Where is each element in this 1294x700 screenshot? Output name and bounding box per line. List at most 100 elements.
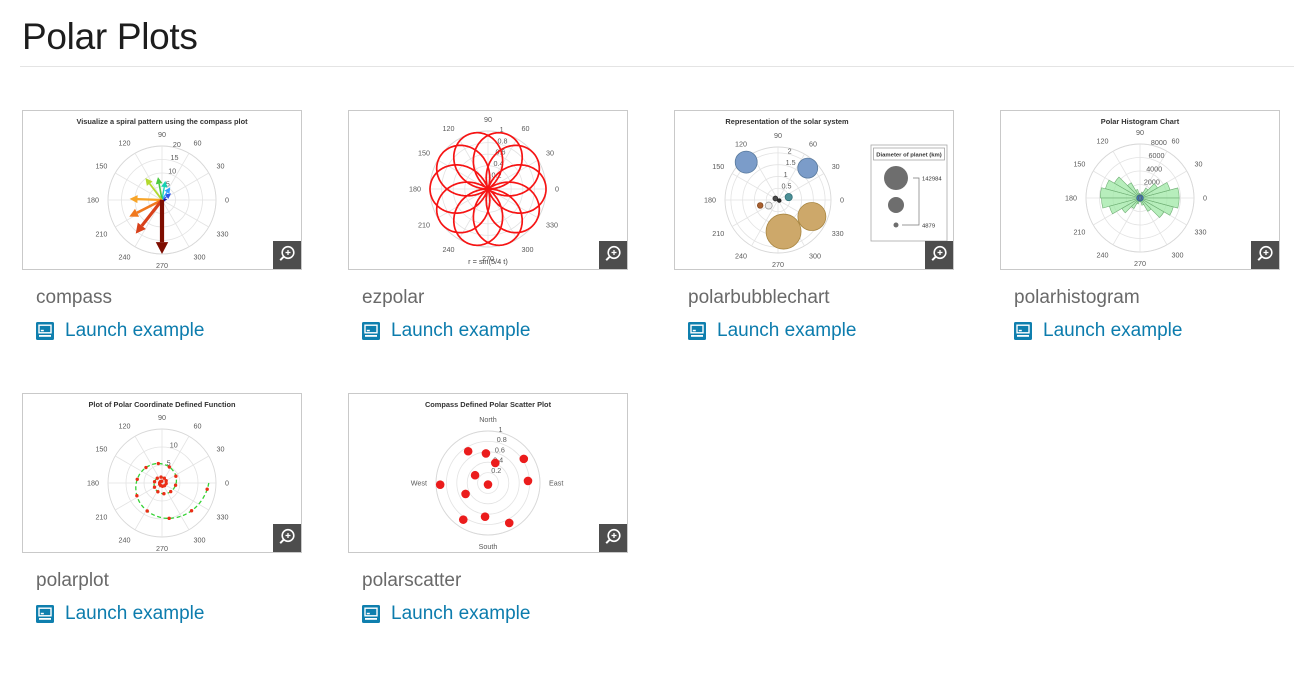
- magnifier-plus-icon: [279, 528, 295, 544]
- polarplot-plot-image: Plot of Polar Coordinate Defined Functio…: [87, 400, 236, 552]
- svg-text:180: 180: [704, 196, 716, 205]
- svg-text:330: 330: [546, 221, 558, 230]
- zoom-button[interactable]: [273, 241, 301, 269]
- launch-example-link[interactable]: Launch example: [688, 320, 856, 342]
- zoom-button[interactable]: [925, 241, 953, 269]
- svg-text:0: 0: [225, 196, 229, 205]
- example-title: polarbubblechart: [688, 287, 830, 308]
- compass-plot-image: Visualize a spiral pattern using the com…: [76, 117, 248, 269]
- svg-text:1: 1: [499, 425, 503, 434]
- launch-example-link[interactable]: Launch example: [36, 603, 204, 625]
- svg-text:West: West: [411, 479, 427, 488]
- examples-grid: Visualize a spiral pattern using the com…: [0, 67, 1294, 625]
- svg-text:150: 150: [95, 162, 107, 171]
- svg-text:0.4: 0.4: [494, 159, 504, 168]
- thumbnail-compass[interactable]: Visualize a spiral pattern using the com…: [22, 110, 302, 270]
- svg-text:90: 90: [158, 413, 166, 422]
- launch-example-label: Launch example: [1043, 320, 1183, 341]
- launch-example-label: Launch example: [391, 320, 531, 341]
- launch-example-label: Launch example: [717, 320, 857, 341]
- magnifier-plus-icon: [605, 528, 621, 544]
- title-divider: [20, 66, 1294, 67]
- svg-text:Visualize a spiral pattern usi: Visualize a spiral pattern using the com…: [76, 117, 248, 126]
- svg-text:North: North: [479, 415, 497, 424]
- svg-text:4000: 4000: [1146, 164, 1162, 173]
- launch-example-link[interactable]: Launch example: [1014, 320, 1182, 342]
- svg-text:1: 1: [500, 125, 504, 134]
- zoom-button[interactable]: [273, 524, 301, 552]
- polarhistogram-plot-image: Polar Histogram Chart0306090120150180210…: [1065, 117, 1207, 268]
- svg-text:120: 120: [119, 138, 131, 147]
- svg-text:330: 330: [217, 513, 229, 522]
- svg-text:30: 30: [832, 162, 840, 171]
- svg-text:270: 270: [482, 254, 494, 263]
- svg-text:240: 240: [1097, 251, 1109, 260]
- zoom-button[interactable]: [599, 241, 627, 269]
- svg-text:0: 0: [1138, 193, 1142, 202]
- svg-text:210: 210: [418, 221, 430, 230]
- svg-text:300: 300: [522, 245, 534, 254]
- launch-example-label: Launch example: [65, 320, 205, 341]
- svg-text:30: 30: [217, 445, 225, 454]
- zoom-button[interactable]: [1251, 241, 1279, 269]
- svg-text:4879: 4879: [922, 224, 935, 230]
- svg-text:East: East: [549, 479, 563, 488]
- svg-text:180: 180: [1065, 194, 1077, 203]
- svg-text:2: 2: [788, 147, 792, 156]
- svg-text:240: 240: [119, 253, 131, 262]
- example-title: polarscatter: [362, 570, 462, 591]
- thumbnail-polarplot[interactable]: Plot of Polar Coordinate Defined Functio…: [22, 393, 302, 553]
- svg-text:0.8: 0.8: [497, 435, 507, 444]
- card-compass: Visualize a spiral pattern using the com…: [22, 110, 302, 342]
- svg-text:30: 30: [546, 149, 554, 158]
- magnifier-plus-icon: [1257, 245, 1273, 261]
- svg-text:120: 120: [735, 139, 747, 148]
- launch-example-link[interactable]: Launch example: [362, 320, 530, 342]
- svg-text:150: 150: [95, 445, 107, 454]
- svg-text:150: 150: [712, 162, 724, 171]
- page-title: Polar Plots: [22, 16, 198, 57]
- svg-text:0: 0: [1203, 194, 1207, 203]
- magnifier-plus-icon: [931, 245, 947, 261]
- example-title: polarhistogram: [1014, 287, 1140, 308]
- zoom-button[interactable]: [599, 524, 627, 552]
- svg-text:Compass Defined Polar Scatter: Compass Defined Polar Scatter Plot: [425, 400, 552, 409]
- ezpolar-plot-image: 03060901201501802102402703003300.20.40.6…: [409, 115, 559, 266]
- svg-text:120: 120: [119, 421, 131, 430]
- svg-text:5: 5: [167, 458, 171, 467]
- svg-text:270: 270: [156, 544, 168, 552]
- svg-text:330: 330: [832, 229, 844, 238]
- svg-text:0.6: 0.6: [495, 445, 505, 454]
- svg-text:210: 210: [1073, 228, 1085, 237]
- svg-text:Plot of Polar Coordinate Defin: Plot of Polar Coordinate Defined Functio…: [89, 400, 236, 409]
- svg-text:0.6: 0.6: [496, 148, 506, 157]
- svg-text:60: 60: [194, 138, 202, 147]
- svg-text:South: South: [479, 542, 498, 551]
- svg-text:10: 10: [168, 166, 176, 175]
- magnifier-plus-icon: [605, 245, 621, 261]
- svg-text:2000: 2000: [1144, 178, 1160, 187]
- launch-example-link[interactable]: Launch example: [36, 320, 204, 342]
- svg-text:330: 330: [1195, 228, 1207, 237]
- svg-text:150: 150: [418, 149, 430, 158]
- svg-text:6000: 6000: [1149, 151, 1165, 160]
- svg-text:30: 30: [217, 162, 225, 171]
- polarscatter-plot-image: Compass Defined Polar Scatter PlotNorthE…: [411, 400, 564, 551]
- example-title: ezpolar: [362, 287, 425, 308]
- svg-text:210: 210: [712, 229, 724, 238]
- svg-text:240: 240: [119, 536, 131, 545]
- svg-text:90: 90: [1136, 128, 1144, 137]
- launch-example-label: Launch example: [65, 603, 205, 624]
- svg-text:120: 120: [1097, 136, 1109, 145]
- app-window-icon: [36, 322, 54, 340]
- svg-text:270: 270: [156, 261, 168, 269]
- launch-example-link[interactable]: Launch example: [362, 603, 530, 625]
- app-window-icon: [362, 605, 380, 623]
- svg-text:Representation of the solar sy: Representation of the solar system: [725, 117, 849, 126]
